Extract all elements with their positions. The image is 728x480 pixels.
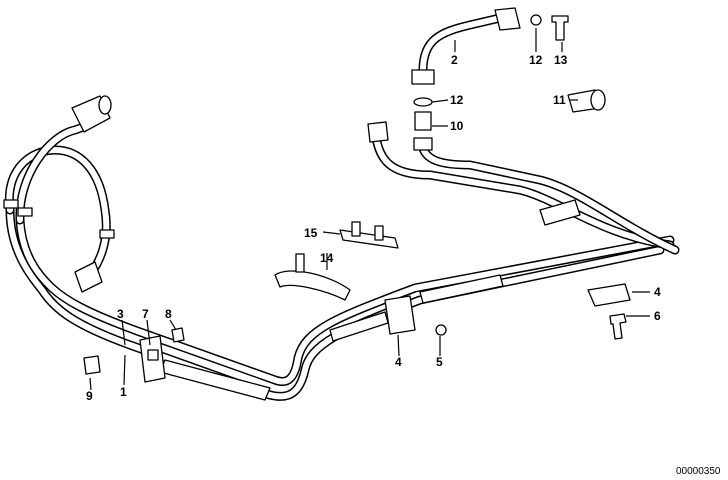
callout-14: 14 bbox=[320, 251, 334, 265]
callout-4-center: 4 bbox=[395, 355, 402, 369]
callout-4-right: 4 bbox=[654, 285, 661, 299]
callout-12-middle: 12 bbox=[450, 93, 464, 107]
callout-5: 5 bbox=[436, 355, 443, 369]
callout-6: 6 bbox=[654, 309, 661, 323]
callout-9: 9 bbox=[86, 389, 93, 403]
brackets bbox=[83, 221, 631, 383]
document-id: 00000350 bbox=[676, 466, 721, 477]
callouts: 1 2 3 4 4 5 6 7 8 9 10 11 12 12 13 14 15 bbox=[86, 53, 661, 403]
callout-1: 1 bbox=[120, 385, 127, 399]
callout-12-top: 12 bbox=[529, 53, 543, 67]
callout-7: 7 bbox=[142, 307, 149, 321]
callout-10: 10 bbox=[450, 119, 464, 133]
callout-11: 11 bbox=[553, 93, 566, 107]
left-hose-assembly bbox=[3, 95, 115, 293]
callout-3: 3 bbox=[117, 307, 124, 321]
leader-lines bbox=[89, 28, 650, 391]
callout-8: 8 bbox=[165, 307, 172, 321]
lower-pipe-assembly bbox=[5, 205, 675, 401]
callout-15: 15 bbox=[304, 226, 318, 240]
callout-13: 13 bbox=[554, 53, 568, 67]
right-hose-assembly bbox=[367, 7, 680, 255]
callout-2: 2 bbox=[451, 53, 458, 67]
